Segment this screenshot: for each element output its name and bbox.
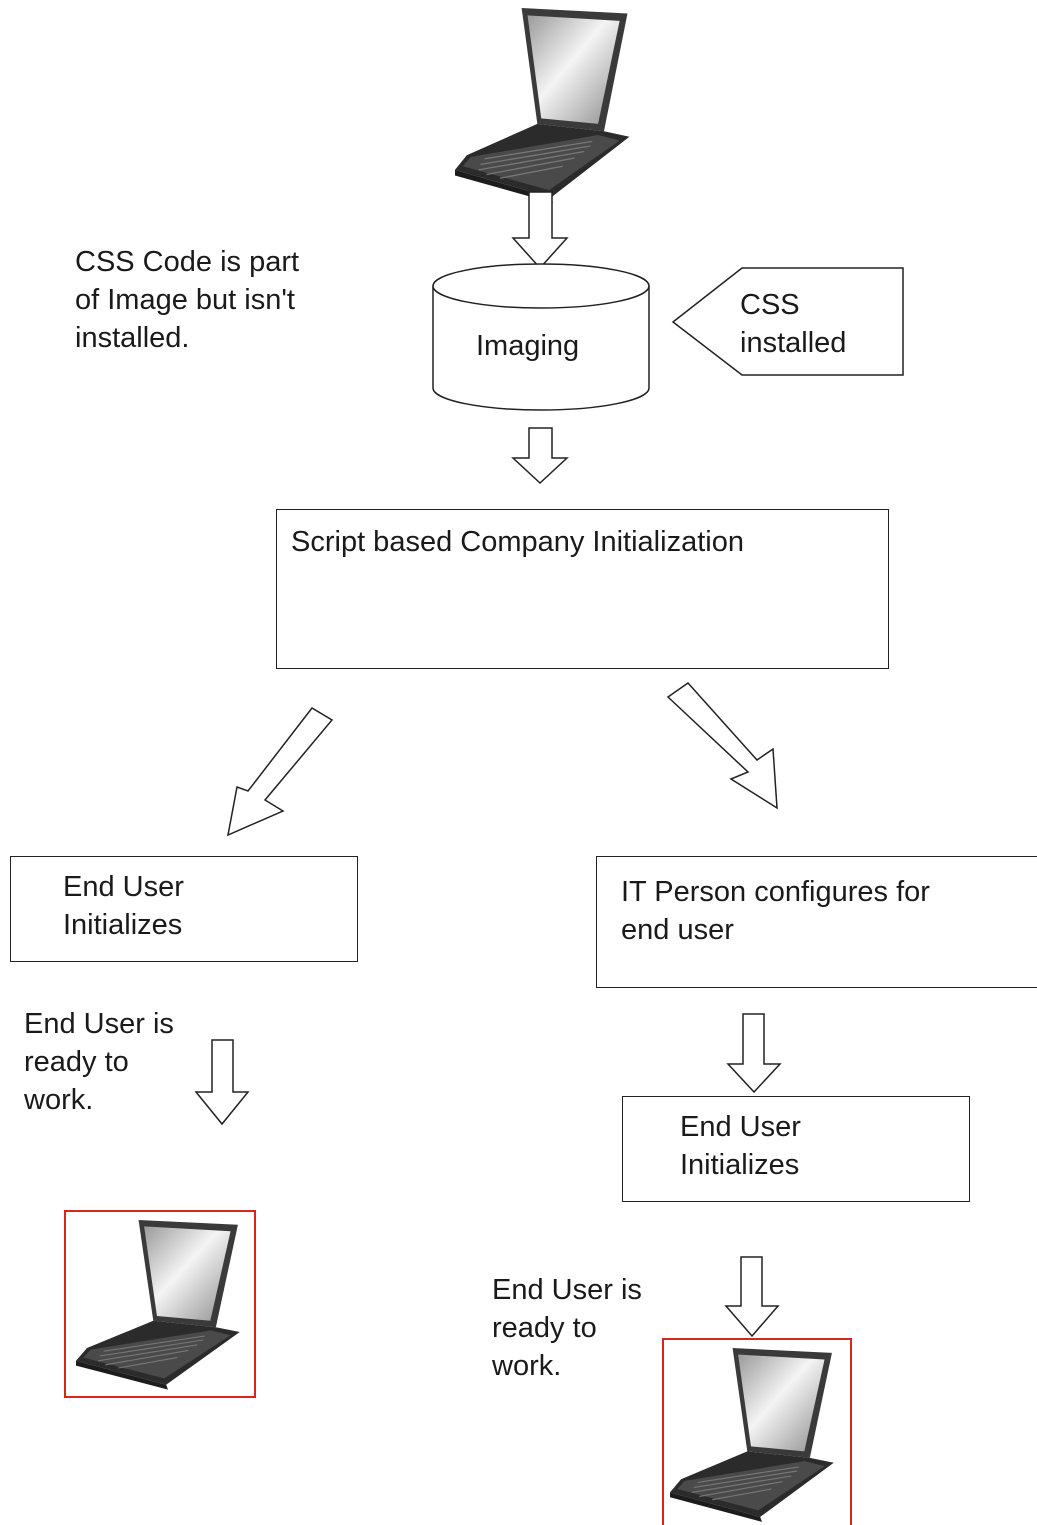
company-initialization-label: Script based Company Initialization [291,526,744,558]
source-laptop-icon [454,7,631,204]
css-installed-callout [671,267,904,376]
arrow-down-icon [511,191,569,270]
left-end-user-initializes-box: End User Initializes [10,856,358,962]
imaging-label: Imaging [476,330,580,362]
left-ready-to-work-text: End User is ready to work. [24,1008,174,1116]
it-person-configures-label: IT Person configures for end user [621,876,930,946]
arrow-down-icon [194,1039,250,1126]
imaging-cylinder [432,263,650,411]
right-ready-to-work-text: End User is ready to work. [492,1274,642,1382]
arrow-down-icon [726,1013,782,1094]
left-end-user-initializes-label: End User Initializes [63,871,184,941]
it-person-configures-box: IT Person configures for end user [596,856,1037,988]
arrow-down-icon [511,427,569,485]
arrow-diagonal-right-icon [666,682,778,810]
arrow-diagonal-left-icon [227,707,334,837]
company-initialization-box: Script based Company Initialization [276,509,889,669]
arrow-down-icon [724,1256,780,1338]
right-end-user-initializes-label: End User Initializes [680,1111,801,1181]
right-end-user-initializes-box: End User Initializes [622,1096,970,1202]
note-css-code: CSS Code is part of Image but isn't inst… [75,246,300,354]
css-installed-label: CSS installed [740,289,847,359]
